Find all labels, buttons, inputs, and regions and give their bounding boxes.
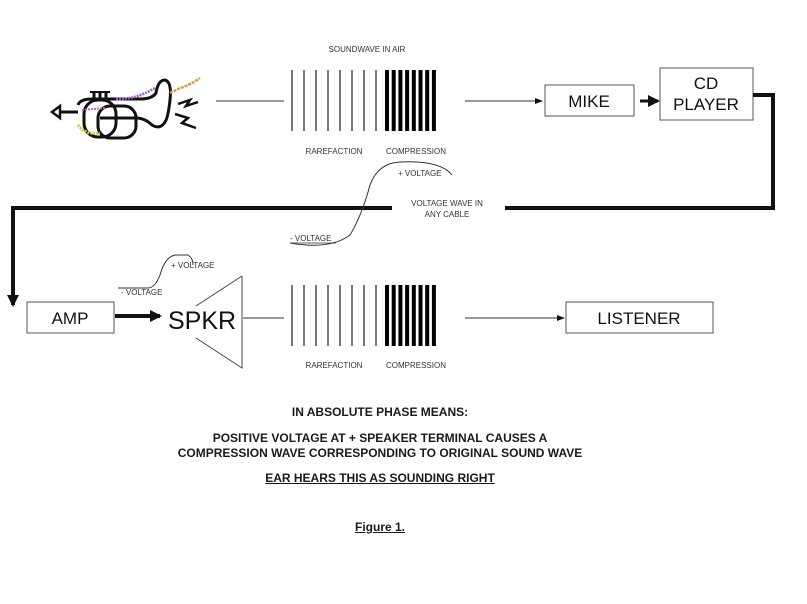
cable-line-right (505, 93, 775, 210)
cd-player-box: CD PLAYER (659, 67, 754, 121)
cd-player-label-line2: PLAYER (673, 95, 739, 114)
caption-line1: POSITIVE VOLTAGE AT + SPEAKER TERMINAL C… (212, 431, 548, 445)
amp-label: AMP (52, 309, 89, 328)
top-soundwave (291, 70, 436, 131)
speaker-icon (195, 275, 243, 369)
amp-box: AMP (26, 301, 115, 334)
caption-line2: COMPRESSION WAVE CORRESPONDING TO ORIGIN… (177, 446, 583, 460)
mike-box: MIKE (544, 84, 635, 117)
cable-minus-voltage-label: - VOLTAGE (290, 234, 332, 243)
cable-plus-voltage-label: + VOLTAGE (398, 169, 442, 178)
top-rarefaction-label: RAREFACTION (306, 147, 363, 156)
cable-voltage-waveform (289, 161, 453, 246)
cable-line-left (7, 206, 392, 307)
figure-label: Figure 1. (354, 520, 405, 534)
trumpet-icon (49, 76, 201, 140)
top-wave-title: SOUNDWAVE IN AIR (329, 45, 406, 54)
listener-label: LISTENER (597, 309, 680, 328)
top-compression-label: COMPRESSION (386, 147, 446, 156)
speaker-minus-voltage-label: - VOLTAGE (121, 288, 163, 297)
caption-conclusion: EAR HEARS THIS AS SOUNDING RIGHT (265, 471, 495, 485)
cable-label-line2: ANY CABLE (425, 210, 470, 219)
caption-heading: IN ABSOLUTE PHASE MEANS: (291, 405, 469, 419)
listener-box: LISTENER (565, 301, 714, 334)
speaker-plus-voltage-label: + VOLTAGE (171, 261, 215, 270)
bottom-soundwave (291, 285, 436, 346)
mike-label: MIKE (568, 92, 610, 111)
bottom-compression-label: COMPRESSION (386, 361, 446, 370)
speaker-label: SPKR (168, 307, 236, 335)
cd-player-label-line1: CD (694, 74, 719, 93)
cable-label-line1: VOLTAGE WAVE IN (411, 199, 483, 208)
speaker-voltage-waveform (118, 254, 194, 289)
bottom-rarefaction-label: RAREFACTION (306, 361, 363, 370)
